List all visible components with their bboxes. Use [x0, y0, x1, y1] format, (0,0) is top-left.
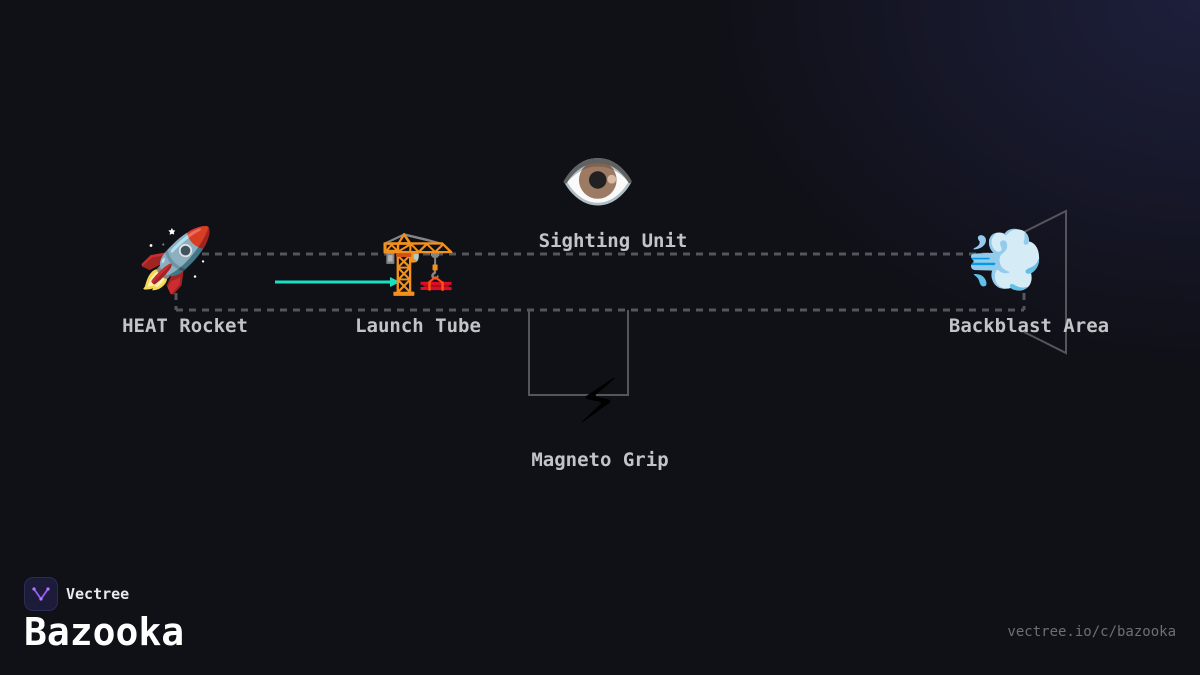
backblast-cone	[1023, 209, 1067, 355]
source-url[interactable]: vectree.io/c/bazooka	[1007, 624, 1176, 640]
vectree-logo-icon	[24, 577, 58, 611]
eye-icon: 👁️	[559, 145, 637, 218]
lightning-icon: ⚡	[576, 365, 620, 438]
node-label-launch-tube: Launch Tube	[355, 315, 481, 337]
crane-icon: 🏗️	[379, 225, 457, 298]
node-label-magneto-grip: Magneto Grip	[531, 449, 669, 471]
node-label-backblast-area: Backblast Area	[948, 315, 1110, 337]
brand: Vectree	[24, 577, 129, 611]
node-label-sighting-unit: Sighting Unit	[538, 230, 688, 252]
node-label-heat-rocket: HEAT Rocket	[122, 315, 248, 337]
wind-dash-icon: 💨	[967, 223, 1045, 296]
page-title: Bazooka	[24, 610, 185, 654]
brand-name: Vectree	[66, 585, 130, 603]
rocket-icon: 🚀	[137, 223, 215, 296]
grip-outline	[528, 310, 629, 396]
